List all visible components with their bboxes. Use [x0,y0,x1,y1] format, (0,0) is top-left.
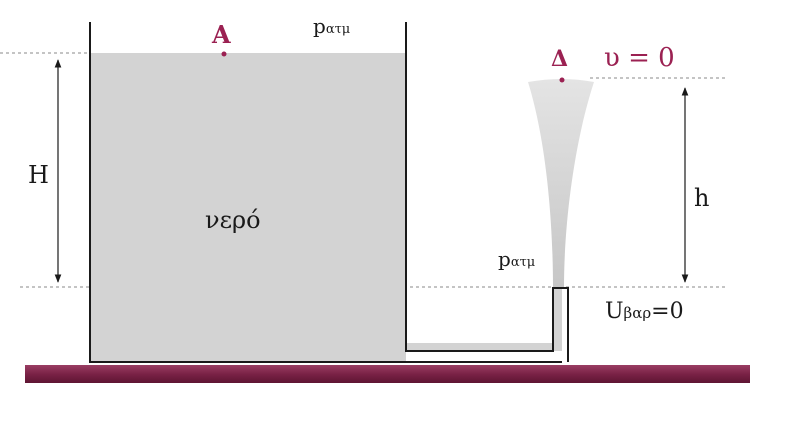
water-jet [528,79,594,288]
tank-right-wall-and-pipe [405,22,569,362]
label-height-big: H [28,161,49,189]
point-delta-dot [559,77,565,83]
point-a-dot [221,51,227,57]
label-u-grav-zero: Uβαρ=0 [605,299,684,324]
tank-walls [89,22,562,363]
label-p-atm-jet: pατμ [498,247,535,271]
label-water: νερό [205,206,261,234]
label-point-a: A [211,20,231,49]
label-height-small: h [694,184,709,212]
label-point-delta: Δ [551,46,568,72]
label-p-atm-top: pατμ [313,14,350,38]
label-velocity-zero: υ = 0 [604,43,675,73]
tank-water [91,53,406,363]
pipe-water-vertical [553,288,562,348]
ground [25,365,750,383]
pipe-water-horizontal [406,343,562,351]
